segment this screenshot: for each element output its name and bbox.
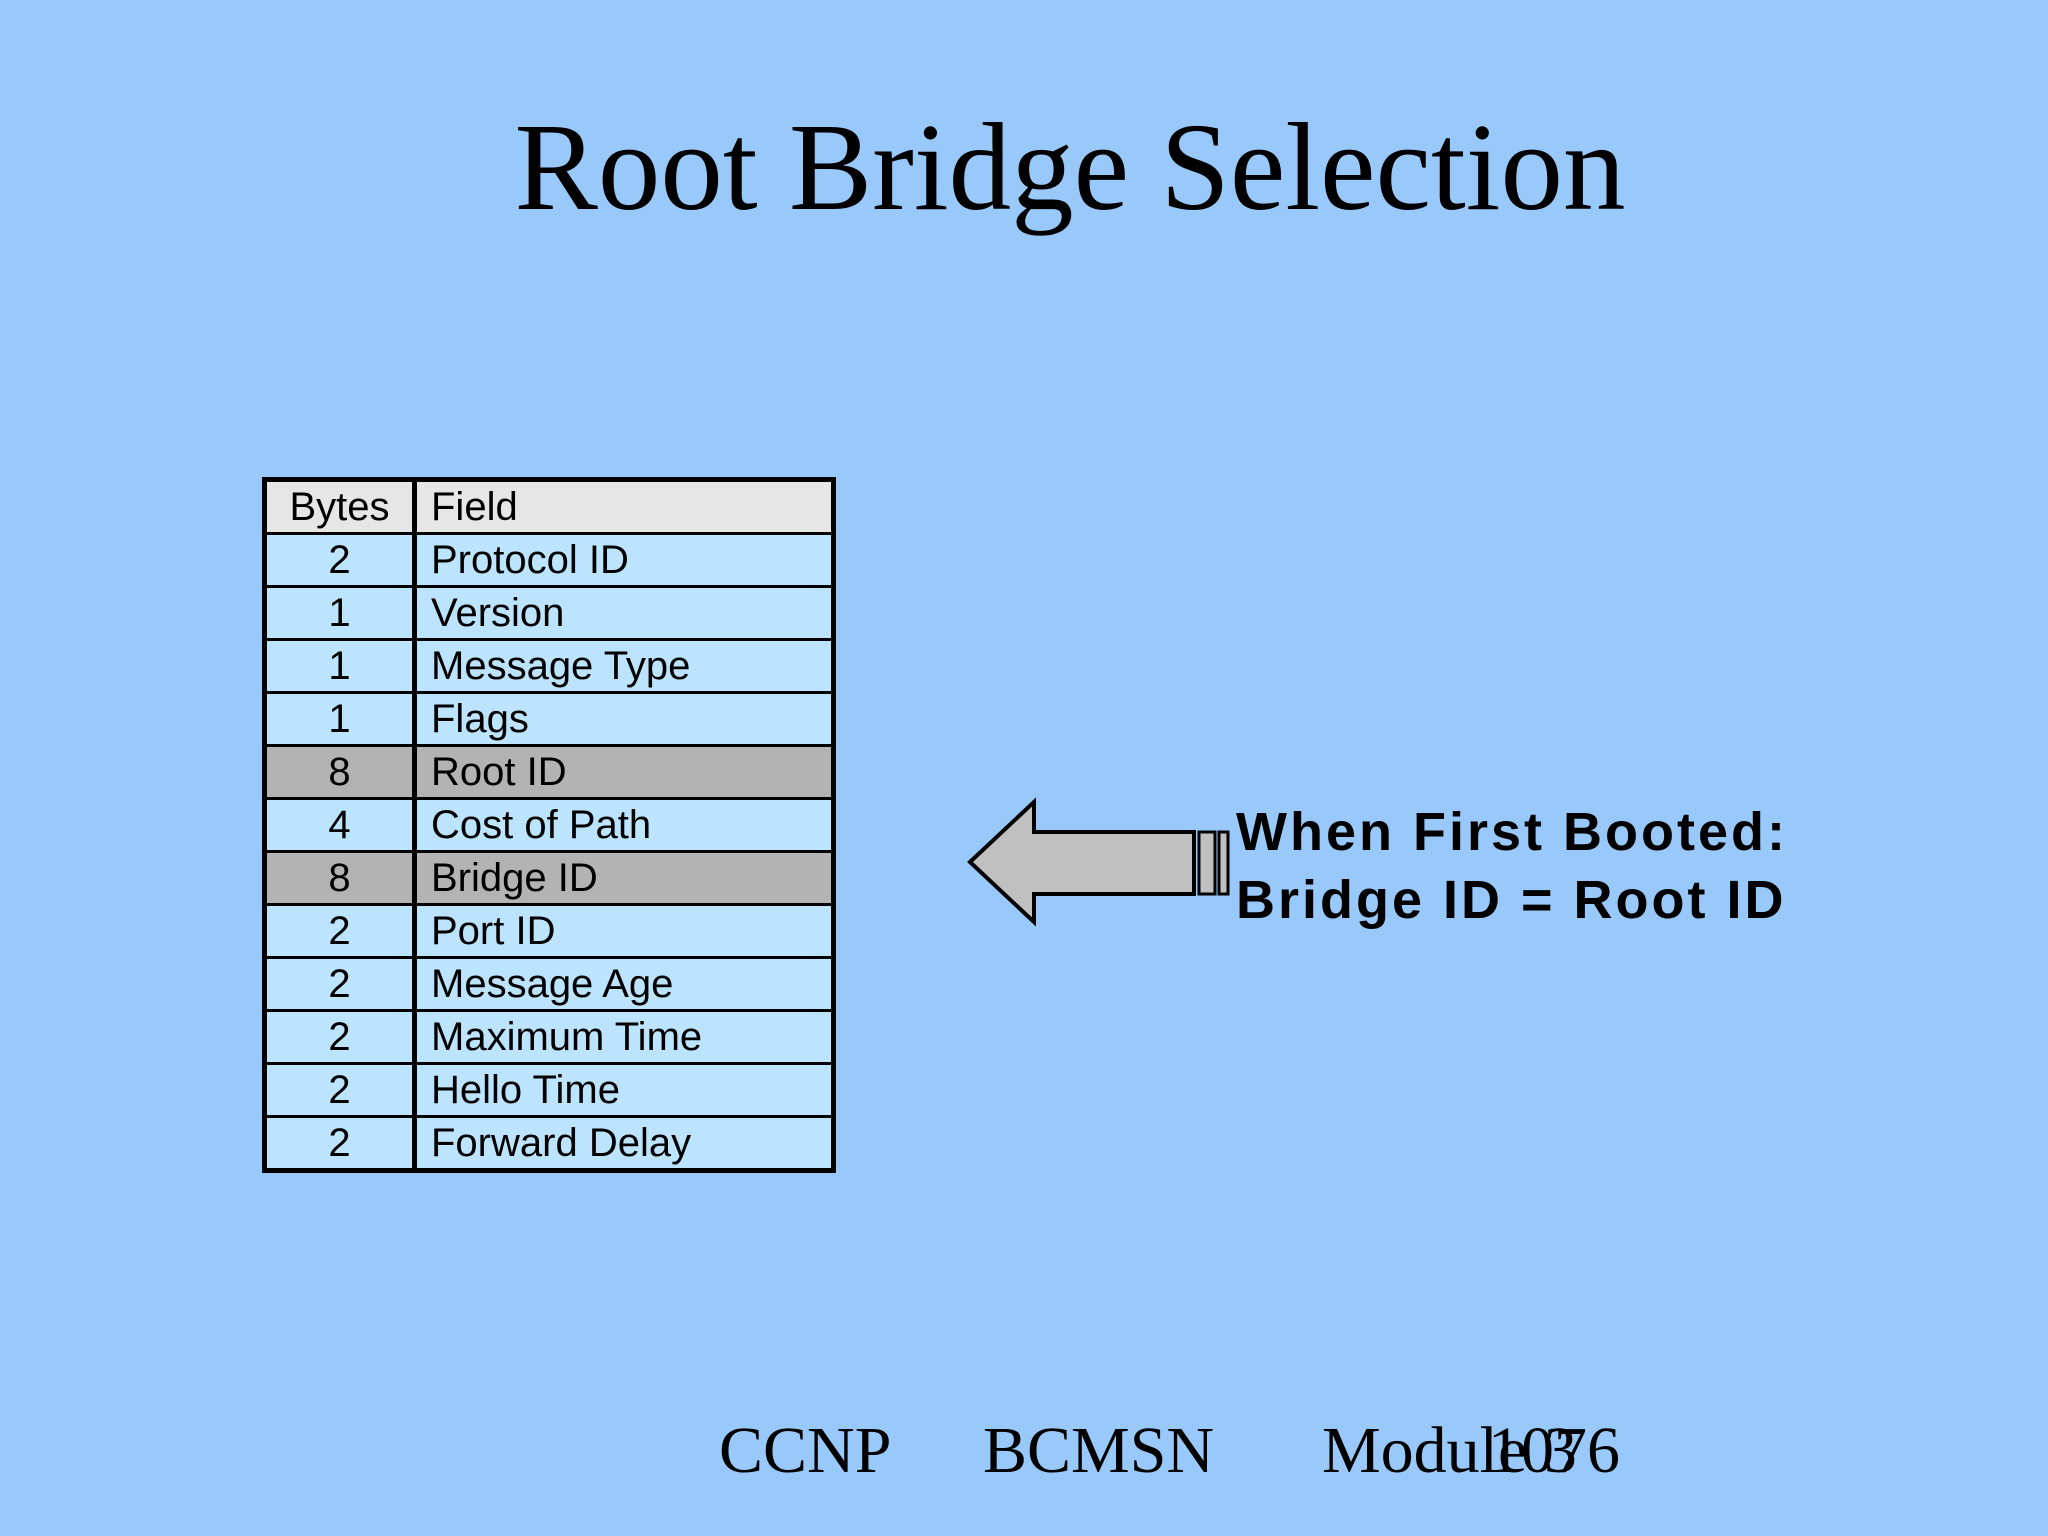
- row-bytes: 1: [263, 638, 417, 694]
- footer-page-number: 1076: [1488, 1414, 1620, 1487]
- callout-line-2: Bridge ID = Root ID: [1236, 870, 1787, 930]
- left-arrow-icon: [967, 797, 1230, 927]
- row-bytes: 8: [263, 744, 417, 800]
- row-field: Hello Time: [413, 1062, 835, 1118]
- row-bytes: 2: [263, 532, 417, 588]
- boot-callout: When First Booted: Bridge ID = Root ID: [1236, 798, 1788, 934]
- row-field: Message Age: [413, 956, 835, 1012]
- row-field: Port ID: [413, 903, 835, 959]
- row-bytes: 2: [263, 1009, 417, 1065]
- table-row: 2 Port ID: [263, 903, 835, 959]
- table-header-row: Bytes Field: [263, 478, 835, 535]
- table-row: 2 Forward Delay: [263, 1115, 835, 1172]
- row-field: Root ID: [413, 744, 835, 800]
- row-field: Protocol ID: [413, 532, 835, 588]
- callout-line-1: When First Booted:: [1236, 802, 1788, 862]
- row-bytes: 8: [263, 850, 417, 906]
- table-row: 2 Message Age: [263, 956, 835, 1012]
- row-field: Cost of Path: [413, 797, 835, 853]
- row-field: Message Type: [413, 638, 835, 694]
- table-row: 4 Cost of Path: [263, 797, 835, 853]
- table-row: 1 Flags: [263, 691, 835, 747]
- row-field: Flags: [413, 691, 835, 747]
- table-row: 2 Maximum Time: [263, 1009, 835, 1065]
- slide-title: Root Bridge Selection: [514, 99, 1626, 237]
- bpdu-fields-table: Bytes Field 2 Protocol ID 1 Version 1 Me…: [262, 477, 836, 1173]
- footer-course: CCNP: [719, 1414, 892, 1487]
- table-row: 1 Message Type: [263, 638, 835, 694]
- row-field: Version: [413, 585, 835, 641]
- table-row-bridge-id: 8 Bridge ID: [263, 850, 835, 906]
- table-row-root-id: 8 Root ID: [263, 744, 835, 800]
- header-field: Field: [413, 478, 835, 535]
- table-row: 1 Version: [263, 585, 835, 641]
- header-bytes: Bytes: [263, 478, 417, 535]
- footer-subject: BCMSN: [983, 1414, 1215, 1487]
- footer-module: Module 3: [1322, 1414, 1577, 1487]
- row-field: Bridge ID: [413, 850, 835, 906]
- row-bytes: 2: [263, 903, 417, 959]
- row-field: Forward Delay: [413, 1115, 835, 1172]
- row-bytes: 2: [263, 956, 417, 1012]
- table-row: 2 Protocol ID: [263, 532, 835, 588]
- row-field: Maximum Time: [413, 1009, 835, 1065]
- row-bytes: 2: [263, 1115, 417, 1172]
- table-row: 2 Hello Time: [263, 1062, 835, 1118]
- row-bytes: 1: [263, 691, 417, 747]
- row-bytes: 1: [263, 585, 417, 641]
- row-bytes: 4: [263, 797, 417, 853]
- row-bytes: 2: [263, 1062, 417, 1118]
